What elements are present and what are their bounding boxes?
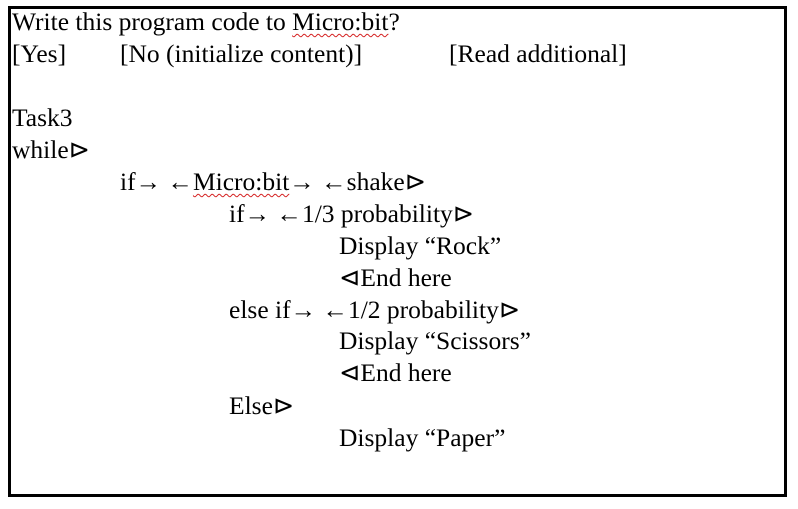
code-line-if-third: if→ ←1/3 probability⊳ [229, 199, 475, 228]
prompt-suffix: ? [388, 7, 400, 36]
code-line-display-paper: Display “Paper” [339, 423, 506, 452]
no-initialize-option[interactable]: [No (initialize content)] [120, 39, 363, 68]
code-line-while: while⊳ [12, 135, 91, 164]
code-line-end-1: ⊲End here [339, 263, 452, 292]
code-line-else: Else⊳ [229, 391, 295, 420]
if-shake-prefix: if→ ← [120, 167, 193, 196]
dialog-frame [8, 6, 787, 497]
write-prompt: Write this program code to Micro:bit? [12, 6, 400, 38]
read-additional-option[interactable]: [Read additional] [449, 39, 627, 68]
if-shake-device-name: Micro:bit [192, 167, 290, 196]
code-line-display-rock: Display “Rock” [339, 231, 502, 260]
code-title: Task3 [12, 103, 73, 132]
prompt-device-name: Micro:bit [292, 7, 389, 36]
prompt-prefix: Write this program code to [12, 7, 293, 36]
code-line-if-shake: if→ ←Micro:bit→ ←shake⊳ [120, 166, 426, 198]
code-line-elseif-half: else if→ ←1/2 probability⊳ [229, 295, 521, 324]
code-line-display-scissors: Display “Scissors” [339, 326, 531, 355]
yes-option[interactable]: [Yes] [12, 39, 67, 68]
if-shake-suffix: → ←shake⊳ [289, 167, 427, 196]
code-line-end-2: ⊲End here [339, 358, 452, 387]
